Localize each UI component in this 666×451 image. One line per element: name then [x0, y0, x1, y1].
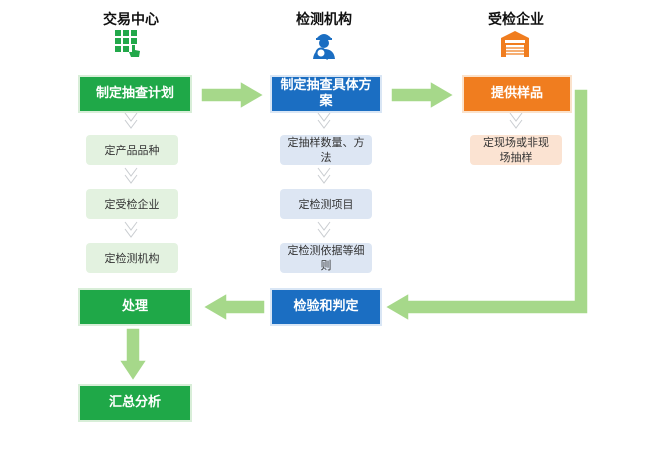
column-title-enterprise: 受检企业: [488, 12, 544, 28]
warehouse-icon: [501, 31, 529, 57]
column-title-testing: 检测机构: [296, 12, 352, 28]
inspect-judge-box: 检验和判定: [270, 288, 382, 326]
handle-box: 处理: [78, 288, 192, 326]
testing-step: 定检测项目: [280, 189, 372, 219]
grid-touch-icon: [115, 30, 140, 57]
column-title-trading: 交易中心: [103, 12, 159, 28]
arrow-left: [201, 291, 266, 323]
summary-box: 汇总分析: [78, 384, 192, 422]
arrow-down: [117, 327, 149, 383]
arrow-return: [383, 88, 589, 323]
arrow-right-1: [200, 79, 266, 111]
testing-step: 定抽样数量、方法: [280, 135, 372, 165]
enterprise-step: 定现场或非现场抽样: [470, 135, 562, 165]
trading-step: 定受检企业: [86, 189, 178, 219]
trading-step: 定产品品种: [86, 135, 178, 165]
testing-step: 定检测依据等细则: [280, 243, 372, 273]
inspector-icon: [313, 34, 335, 60]
plan-box: 制定抽查计划: [78, 75, 192, 113]
trading-step: 定检测机构: [86, 243, 178, 273]
provide-samples-box: 提供样品: [462, 75, 572, 113]
detail-plan-box: 制定抽查具体方案: [270, 75, 382, 113]
arrow-right-2: [390, 79, 456, 111]
